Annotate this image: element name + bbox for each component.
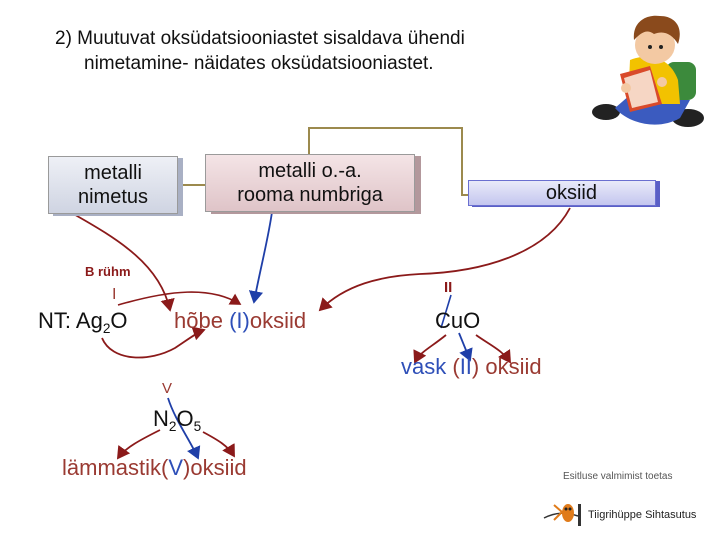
formula-ag2o: NT: Ag2O — [38, 308, 128, 336]
name-lammastik-roman: V — [168, 455, 184, 480]
box-oxide-label: oksiid — [545, 182, 597, 204]
footer-logo-text: Tiigrihüppe Sihtasutus — [588, 509, 697, 521]
arrow-o-to-oksiid-3 — [202, 431, 235, 458]
formula-o: O — [110, 308, 128, 333]
name-vask-close: ) — [471, 354, 480, 379]
box-metal-name-line2: nimetus — [77, 186, 149, 208]
arrow-oxide-to-oksiid — [318, 207, 571, 312]
formula-o-subscript: 5 — [193, 418, 202, 434]
oxidation-mark-II: II — [444, 279, 453, 296]
name-lammastik-suffix: oksiid — [190, 455, 247, 480]
oxidation-mark-I: I — [112, 286, 117, 303]
name-vask: vask — [401, 354, 453, 379]
box-metal-name: metalli nimetus — [48, 156, 178, 214]
name-lammastik-open: ( — [161, 455, 169, 480]
arrow-o-to-oksiid — [475, 334, 511, 364]
formula-prefix: NT: — [38, 308, 76, 333]
box-oxidation-state: metalli o.-a. rooma numbriga — [205, 154, 415, 212]
formula-ag-subscript: 2 — [102, 320, 111, 336]
name-vask-oksiid: vask (II) oksiid — [401, 354, 542, 380]
formula-ag: Ag — [75, 308, 103, 333]
name-hobe-suffix: oksiid — [249, 308, 307, 333]
arrow-V-to-roman — [167, 397, 201, 460]
name-hobe-oksiid: hõbe (I)oksiid — [174, 308, 306, 334]
formula-n2o5-o: O — [176, 406, 194, 431]
name-lammastik: lämmastik — [62, 455, 162, 480]
name-vask-open: ( — [452, 354, 460, 379]
name-hobe-roman: I — [236, 308, 243, 333]
title-line-1: 2) Muutuvat oksüdatsiooniastet sisaldava… — [55, 28, 465, 49]
box-oxide: oksiid — [468, 180, 656, 206]
name-hobe: hõbe — [174, 308, 230, 333]
box-metal-name-line1: metalli — [84, 162, 142, 184]
arrow-name-to-hobe — [69, 211, 175, 312]
box-oxidation-state-line2: rooma numbriga — [237, 184, 383, 206]
name-hobe-close: ) — [242, 308, 250, 333]
formula-n2o5: N2O5 — [153, 406, 201, 434]
formula-n: N — [153, 406, 169, 431]
title-line-2: nimetamine- näidates oksüdatsiooniastet. — [84, 53, 434, 74]
box-oxidation-state-line1: metalli o.-a. — [258, 160, 362, 182]
oxidation-mark-V: V — [162, 380, 173, 397]
arrow-n-to-lammastik — [116, 429, 161, 460]
arrow-II-to-cu — [440, 294, 452, 329]
name-lammastik-oksiid: lämmastik(V)oksiid — [62, 455, 247, 481]
name-vask-suffix: oksiid — [479, 354, 542, 379]
name-vask-roman: II — [459, 354, 472, 379]
connector-box2-box3 — [308, 127, 468, 196]
group-label: B rühm — [85, 264, 131, 279]
footer-caption: Esitluse valmimist toetas — [563, 471, 673, 482]
formula-cuo-o: O — [463, 308, 481, 333]
arrow-mark-I-to-roman — [117, 291, 242, 306]
arrow-ag-to-hobe — [101, 326, 206, 359]
name-hobe-open: ( — [229, 308, 237, 333]
formula-cuo: CuO — [435, 308, 480, 334]
arrow-mark-II-to-roman — [458, 332, 473, 362]
slide-title: 2) Muutuvat oksüdatsiooniastet sisaldava… — [55, 26, 615, 76]
name-lammastik-close: ) — [183, 455, 191, 480]
formula-cu: Cu — [435, 308, 464, 333]
arrow-state-to-roman — [248, 211, 273, 304]
formula-n-subscript: 2 — [168, 418, 177, 434]
arrow-cu-to-vask — [413, 334, 447, 364]
